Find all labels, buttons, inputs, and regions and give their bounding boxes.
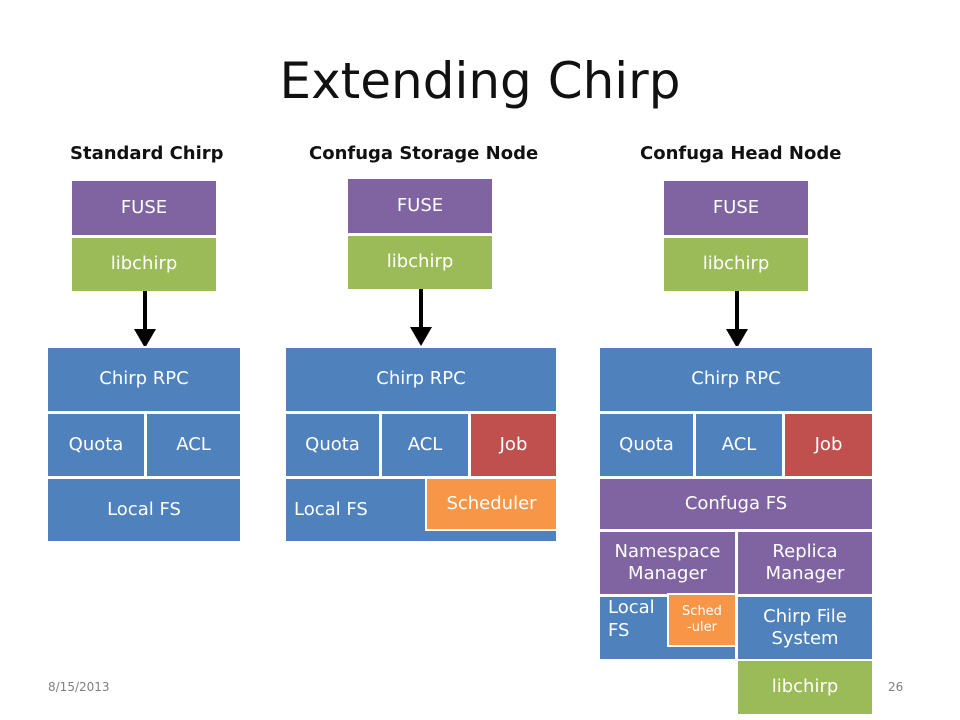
storage-acl-label: ACL	[407, 433, 443, 455]
head-quota-label: Quota	[619, 433, 674, 455]
storage-local-fs-label: Local FS	[294, 498, 368, 520]
head-chirp-fs-line1: Chirp File	[763, 605, 847, 627]
standard-fuse-box: FUSE	[70, 179, 218, 237]
head-down-arrow	[726, 291, 748, 348]
storage-quota-label: Quota	[305, 433, 360, 455]
heading-confuga-storage-node: Confuga Storage Node	[309, 143, 539, 164]
storage-job-box: Job	[469, 412, 558, 478]
storage-scheduler-label: Scheduler	[446, 492, 537, 514]
standard-quota-label: Quota	[68, 433, 124, 455]
heading-standard-chirp: Standard Chirp	[70, 143, 224, 164]
head-namespace-manager-box: Namespace Manager	[598, 530, 737, 596]
head-local-fs-line1: Local	[608, 597, 655, 618]
head-local-fs-line2: FS	[608, 619, 630, 641]
standard-chirp-rpc-box: Chirp RPC	[46, 346, 242, 413]
head-replica-line1: Replica	[772, 540, 838, 562]
head-confuga-fs-box: Confuga FS	[598, 477, 874, 531]
head-job-label: Job	[814, 433, 843, 455]
head-replica-manager-box: Replica Manager	[736, 530, 874, 596]
standard-local-fs-box: Local FS	[46, 477, 242, 543]
storage-libchirp-label: libchirp	[386, 251, 454, 273]
head-namespace-line1: Namespace	[614, 540, 721, 562]
storage-chirp-rpc-label: Chirp RPC	[376, 368, 466, 390]
standard-quota-box: Quota	[46, 412, 146, 478]
head-acl-box: ACL	[694, 412, 784, 478]
storage-fuse-box: FUSE	[346, 177, 494, 235]
standard-libchirp-box: libchirp	[70, 236, 218, 293]
standard-acl-box: ACL	[145, 412, 242, 478]
storage-libchirp-box: libchirp	[346, 234, 494, 291]
storage-chirp-rpc-box: Chirp RPC	[284, 346, 558, 413]
storage-acl-box: ACL	[380, 412, 470, 478]
storage-down-arrow	[410, 289, 432, 346]
standard-down-arrow	[134, 291, 156, 348]
head-chirp-rpc-box: Chirp RPC	[598, 346, 874, 413]
head-bottom-libchirp-label: libchirp	[771, 676, 839, 698]
storage-job-label: Job	[499, 433, 528, 455]
head-confuga-fs-label: Confuga FS	[684, 492, 788, 514]
head-libchirp-box: libchirp	[662, 236, 810, 293]
slide-date: 8/15/2013	[48, 680, 110, 694]
head-sched-line2: -uler	[687, 620, 717, 635]
standard-local-fs-label: Local FS	[107, 498, 181, 520]
head-quota-box: Quota	[598, 412, 695, 478]
head-fuse-box: FUSE	[662, 179, 810, 237]
head-fuse-label: FUSE	[712, 196, 760, 218]
head-chirp-fs-line2: System	[771, 628, 839, 649]
head-job-box: Job	[783, 412, 874, 478]
head-namespace-line2: Manager	[628, 563, 707, 584]
slide-page-number: 26	[888, 680, 904, 694]
head-libchirp-label: libchirp	[702, 253, 770, 275]
head-replica-line2: Manager	[765, 563, 845, 584]
storage-quota-box: Quota	[284, 412, 381, 478]
head-chirp-file-system-box: Chirp File System	[736, 595, 874, 661]
head-sched-line1: Sched	[682, 603, 722, 619]
standard-chirp-rpc-label: Chirp RPC	[99, 368, 189, 390]
head-bottom-libchirp-box: libchirp	[736, 659, 874, 716]
head-scheduler-box: Sched -uler	[667, 593, 737, 647]
standard-fuse-label: FUSE	[120, 196, 168, 218]
head-acl-label: ACL	[721, 433, 757, 455]
head-chirp-rpc-label: Chirp RPC	[691, 368, 781, 390]
heading-confuga-head-node: Confuga Head Node	[640, 143, 842, 164]
storage-scheduler-box: Scheduler	[425, 477, 558, 531]
slide-title: Extending Chirp	[279, 52, 681, 110]
storage-fuse-label: FUSE	[396, 194, 444, 216]
standard-acl-label: ACL	[176, 433, 211, 455]
standard-libchirp-label: libchirp	[110, 253, 178, 275]
